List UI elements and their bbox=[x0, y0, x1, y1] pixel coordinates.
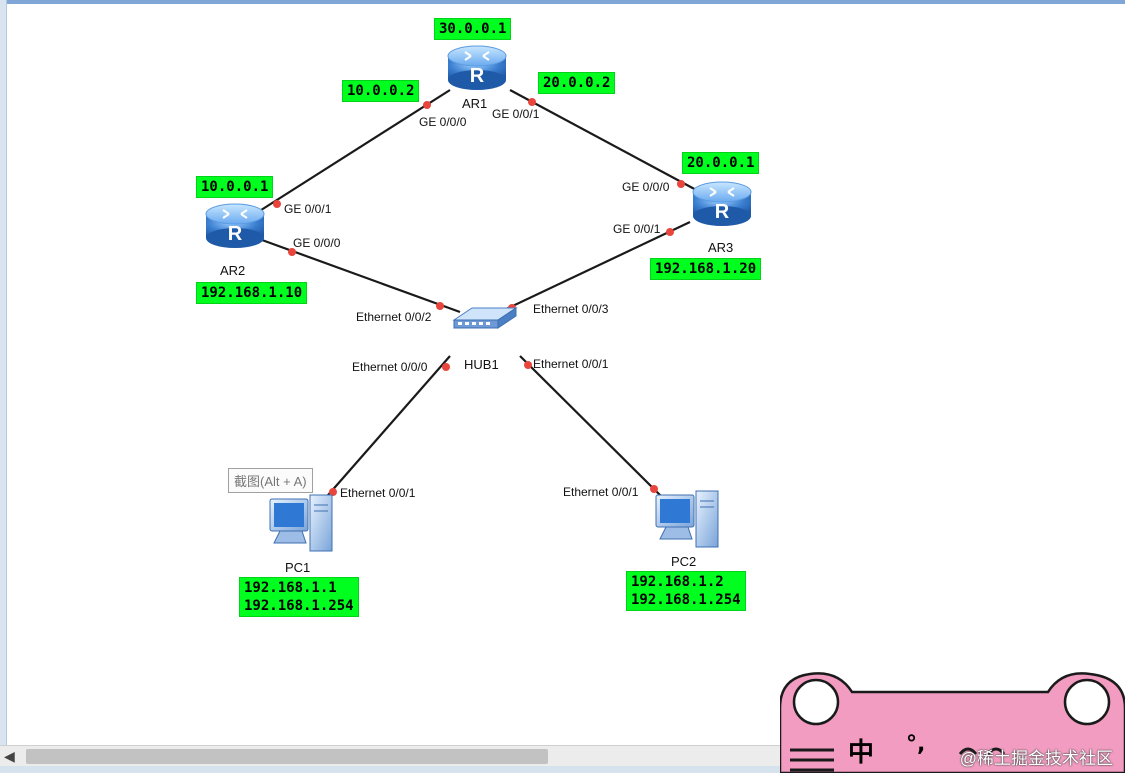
link-pc2-hub[interactable] bbox=[519, 355, 666, 501]
link-ar3-hub[interactable] bbox=[499, 221, 691, 313]
svg-text:R: R bbox=[470, 65, 485, 87]
topology-canvas[interactable] bbox=[7, 4, 1125, 745]
port-dot bbox=[288, 248, 296, 256]
port-label: Ethernet 0/0/1 bbox=[340, 486, 416, 500]
ip-label-ar3[interactable]: 20.0.0.1 bbox=[682, 152, 760, 174]
port-label: GE 0/0/0 bbox=[622, 180, 670, 194]
port-dot bbox=[524, 361, 532, 369]
pc-icon[interactable] bbox=[655, 490, 719, 548]
pc1-gateway: 192.168.1.254 bbox=[244, 598, 354, 614]
link-ar1-ar2[interactable] bbox=[257, 89, 451, 213]
device-label-pc2: PC2 bbox=[671, 554, 697, 569]
svg-text:R: R bbox=[715, 201, 730, 223]
port-label: Ethernet 0/0/1 bbox=[563, 485, 639, 499]
port-label: Ethernet 0/0/0 bbox=[352, 360, 428, 374]
device-label-pc1: PC1 bbox=[285, 560, 311, 575]
pc2-ip: 192.168.1.2 bbox=[631, 574, 724, 590]
port-label: GE 0/0/1 bbox=[613, 222, 661, 236]
screenshot-tooltip: 截图(Alt + A) bbox=[228, 468, 313, 493]
port-label: Ethernet 0/0/2 bbox=[356, 310, 432, 324]
window-bottom-border bbox=[0, 766, 1125, 773]
port-dot bbox=[666, 228, 674, 236]
device-label-hub1: HUB1 bbox=[464, 357, 499, 372]
port-dot bbox=[329, 488, 337, 496]
port-dot bbox=[442, 363, 450, 371]
pc1-ip: 192.168.1.1 bbox=[244, 580, 337, 596]
watermark: @稀土掘金技术社区 bbox=[959, 749, 1113, 768]
scroll-left-arrow-icon[interactable]: ◀ bbox=[4, 748, 15, 764]
window-left-border bbox=[0, 0, 7, 773]
router-icon[interactable]: R bbox=[447, 45, 507, 90]
pc2-gateway: 192.168.1.254 bbox=[631, 592, 741, 608]
port-label: Ethernet 0/0/3 bbox=[533, 302, 609, 316]
scrollbar-thumb[interactable] bbox=[26, 749, 548, 764]
sticker-char: 中 bbox=[848, 738, 875, 768]
sticker-char: °, bbox=[906, 732, 926, 757]
port-label: GE 0/0/1 bbox=[492, 107, 540, 121]
ip-label-ar3-lan[interactable]: 192.168.1.20 bbox=[650, 258, 762, 280]
svg-text:R: R bbox=[228, 223, 243, 245]
ip-label-ar1-ar2-link[interactable]: 10.0.0.2 bbox=[342, 80, 420, 102]
port-label: GE 0/0/0 bbox=[419, 115, 467, 129]
device-label-ar1: AR1 bbox=[462, 96, 488, 111]
device-label-ar3: AR3 bbox=[708, 240, 734, 255]
port-dot bbox=[650, 485, 658, 493]
port-dot bbox=[436, 302, 444, 310]
port-label: Ethernet 0/0/1 bbox=[533, 357, 609, 371]
pc-icon[interactable] bbox=[269, 494, 333, 552]
ip-label-ar2-lan[interactable]: 192.168.1.10 bbox=[196, 282, 308, 304]
link-pc1-hub[interactable] bbox=[321, 355, 451, 503]
port-label: GE 0/0/1 bbox=[284, 202, 332, 216]
port-dot bbox=[273, 200, 281, 208]
hub-icon[interactable] bbox=[452, 307, 518, 329]
port-label: GE 0/0/0 bbox=[293, 236, 341, 250]
port-dot bbox=[528, 98, 536, 106]
link-ar1-ar3[interactable] bbox=[509, 89, 701, 193]
mascot-sticker bbox=[780, 672, 1125, 773]
ip-label-ar2[interactable]: 10.0.0.1 bbox=[196, 176, 274, 198]
ip-label-pc2[interactable]: 192.168.1.2 192.168.1.254 bbox=[626, 571, 746, 611]
router-icon[interactable]: R bbox=[205, 203, 265, 248]
device-label-ar2: AR2 bbox=[220, 263, 246, 278]
window-top-border bbox=[0, 0, 1125, 4]
port-dot bbox=[677, 180, 685, 188]
ip-label-pc1[interactable]: 192.168.1.1 192.168.1.254 bbox=[239, 577, 359, 617]
ip-label-ar1-ar3-link[interactable]: 20.0.0.2 bbox=[538, 72, 616, 94]
ip-label-ar1[interactable]: 30.0.0.1 bbox=[434, 18, 512, 40]
router-icon[interactable]: R bbox=[692, 181, 752, 226]
port-dot bbox=[423, 101, 431, 109]
